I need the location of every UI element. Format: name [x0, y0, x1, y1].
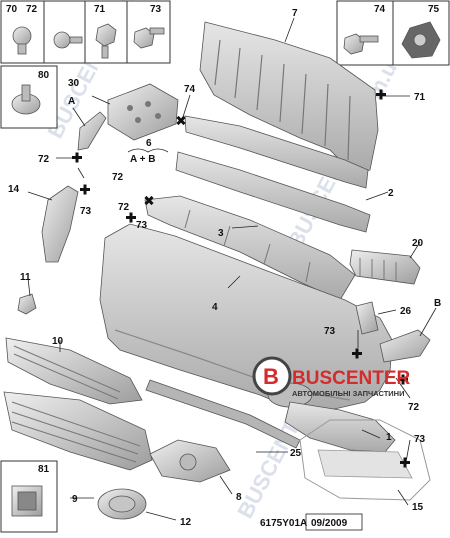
label-6: 6 — [146, 138, 152, 149]
label-73-right: 73 — [324, 326, 336, 337]
part-a-bracket — [77, 111, 107, 151]
part-15-vehicle — [299, 419, 431, 501]
part-30-module — [107, 83, 179, 141]
label-71-top: 71 — [94, 4, 106, 15]
label-26: 26 — [400, 306, 412, 317]
clip-70 — [12, 26, 32, 55]
label-73-left: 73 — [80, 206, 92, 217]
reference-date: 09/2009 — [311, 518, 348, 529]
label-20: 20 — [412, 238, 424, 249]
part-14-bracket — [41, 185, 79, 263]
label-a-plus-b: A + B — [130, 154, 155, 165]
label-70: 70 — [6, 4, 18, 15]
part-26-cap — [355, 301, 379, 335]
label-7: 7 — [292, 8, 298, 19]
label-9: 9 — [72, 494, 78, 505]
part-2-absorber — [175, 151, 371, 233]
label-75: 75 — [428, 4, 440, 15]
label-3: 3 — [218, 228, 224, 239]
bolt-74 — [343, 33, 379, 55]
label-72-left: 72 — [38, 154, 50, 165]
label-12: 12 — [180, 517, 192, 528]
brand-name: BUSCENTER — [292, 368, 411, 389]
fastener-box-top-right — [336, 0, 450, 66]
label-72-lower: 72 — [118, 202, 130, 213]
fastener-markers — [72, 89, 410, 468]
part-9-lower-grille — [3, 391, 153, 471]
part-25-strip — [145, 379, 301, 449]
part-12-lamp — [97, 488, 147, 520]
nut-75 — [401, 21, 441, 59]
brand-logo-letter: B — [263, 364, 279, 389]
part-6-beam — [184, 115, 369, 189]
label-30: 30 — [68, 78, 80, 89]
label-8: 8 — [236, 492, 242, 503]
bolt-71 — [95, 23, 117, 59]
label-10: 10 — [52, 336, 64, 347]
reference-footer: 6175Y01A 09/2009 — [260, 513, 363, 531]
fastener-box-top-left — [0, 0, 171, 64]
label-b: B — [434, 298, 441, 309]
label-73-top: 73 — [150, 4, 162, 15]
label-81: 81 — [38, 464, 50, 475]
part-b-bracket — [379, 329, 431, 363]
label-73-bottom: 73 — [414, 434, 426, 445]
label-4: 4 — [212, 302, 218, 313]
part-20-grille — [349, 249, 421, 285]
label-73-mid: 73 — [136, 220, 148, 231]
part-1-lip — [284, 401, 396, 453]
label-72-mid: 72 — [112, 172, 124, 183]
part-10-grille — [5, 337, 143, 405]
label-71-right: 71 — [414, 92, 426, 103]
label-74-mid: 74 — [184, 84, 196, 95]
label-25: 25 — [290, 448, 302, 459]
part-11-clip — [17, 293, 37, 315]
label-a: A — [68, 96, 75, 107]
part-4-bumper — [99, 223, 393, 413]
callout-lines — [27, 17, 437, 521]
fastener-box-80 — [0, 65, 58, 129]
part-labels: 70 72 71 73 74 75 80 30 A 6 A + B 72 74 … — [6, 4, 441, 528]
brand-subtitle: АВТОМОБІЛЬНІ ЗАПЧАСТИНИ — [292, 389, 404, 398]
reference-code: 6175Y01A — [260, 518, 307, 529]
fastener-box-81 — [0, 460, 58, 533]
part-8-bracket — [149, 439, 231, 483]
label-11: 11 — [20, 272, 31, 283]
label-74-top: 74 — [374, 4, 386, 15]
label-72-right: 72 — [408, 402, 420, 413]
label-15: 15 — [412, 502, 424, 513]
label-1: 1 — [386, 432, 392, 443]
label-72-top: 72 — [26, 4, 38, 15]
brand-logo: B BUSCENTER АВТОМОБІЛЬНІ ЗАПЧАСТИНИ — [252, 356, 411, 398]
label-14: 14 — [8, 184, 20, 195]
screw-72 — [53, 31, 83, 49]
label-2: 2 — [388, 188, 394, 199]
label-80: 80 — [38, 70, 50, 81]
bolt-73 — [133, 27, 165, 49]
